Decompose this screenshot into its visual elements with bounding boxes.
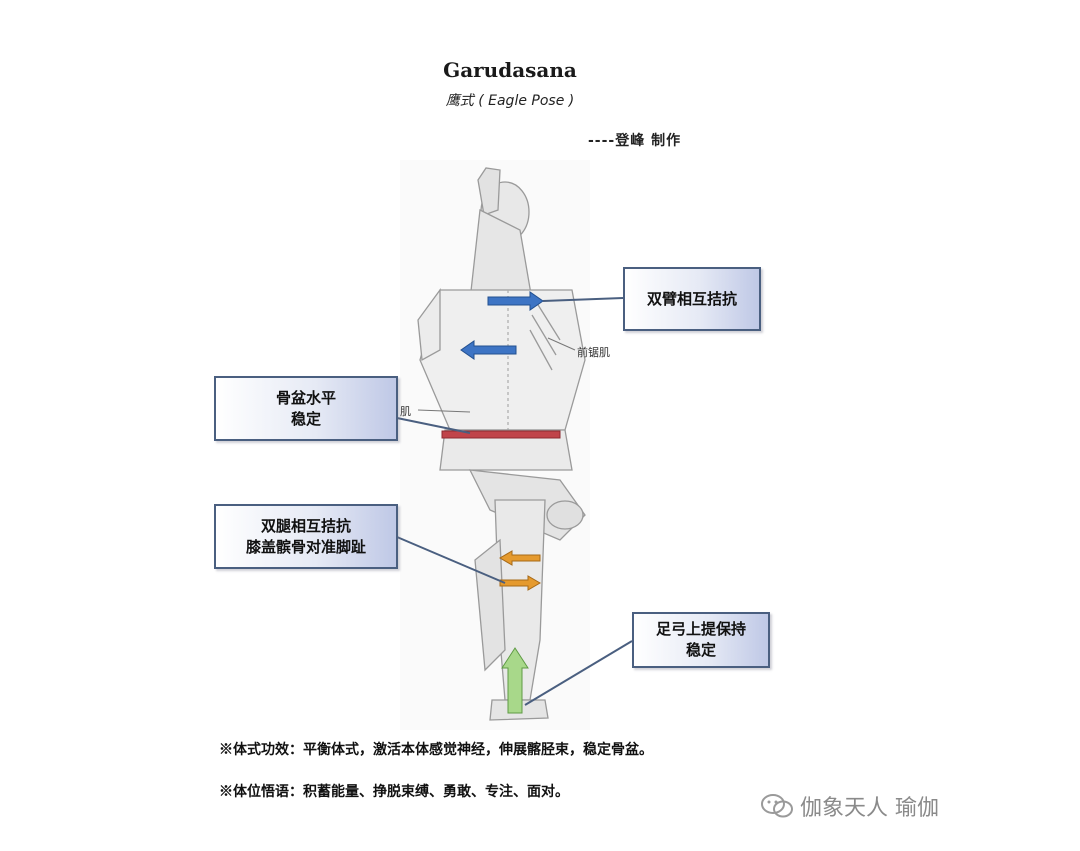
partial-leader (417, 409, 471, 413)
leg-arrow-left (499, 550, 541, 566)
partial-muscle-label: 肌 (400, 405, 411, 418)
rib-lines (529, 299, 561, 371)
arm-arrow-left (460, 340, 517, 360)
serratus-leader (547, 337, 576, 351)
arch-leader-line (524, 640, 633, 706)
watermark: 伽象天人 瑜伽 (760, 790, 939, 822)
torso (419, 289, 586, 431)
page-subtitle: 鹰式 ( Eagle Pose ) (445, 93, 575, 109)
serratus-muscle-label: 前锯肌 (577, 346, 610, 359)
page-title: Garudasana (443, 58, 577, 82)
legs-leader-line (396, 536, 506, 584)
insight-note: ※体位悟语：积蓄能量、挣脱束缚、勇敢、专注、面对。 (219, 784, 569, 800)
arm-arrow-right (487, 291, 544, 311)
arms-leader-line (542, 297, 624, 302)
wechat-icon (760, 793, 794, 819)
arch-lift-arrow (501, 647, 529, 714)
benefits-note: ※体式功效：平衡体式，激活本体感觉神经，伸展髂胫束，稳定骨盆。 (219, 742, 653, 758)
pelvis (439, 429, 573, 471)
pelvis-leader-line (396, 417, 471, 434)
pelvis-level-bar (441, 430, 561, 439)
watermark-text: 伽象天人 瑜伽 (800, 796, 939, 821)
pelvis-label-box: 骨盆水平 稳定 (214, 376, 398, 441)
raised-hands (477, 167, 501, 216)
credit-line: ----登峰 制作 (588, 133, 682, 149)
body-sketch (417, 167, 586, 721)
arch-label-box: 足弓上提保持 稳定 (632, 612, 770, 668)
left-shoulder (417, 288, 441, 362)
leg-arrow-right (499, 575, 541, 591)
arms-label-box: 双臂相互拮抗 (623, 267, 761, 331)
legs-label-box: 双腿相互拮抗 膝盖髌骨对准脚趾 (214, 504, 398, 569)
knee (546, 500, 584, 530)
